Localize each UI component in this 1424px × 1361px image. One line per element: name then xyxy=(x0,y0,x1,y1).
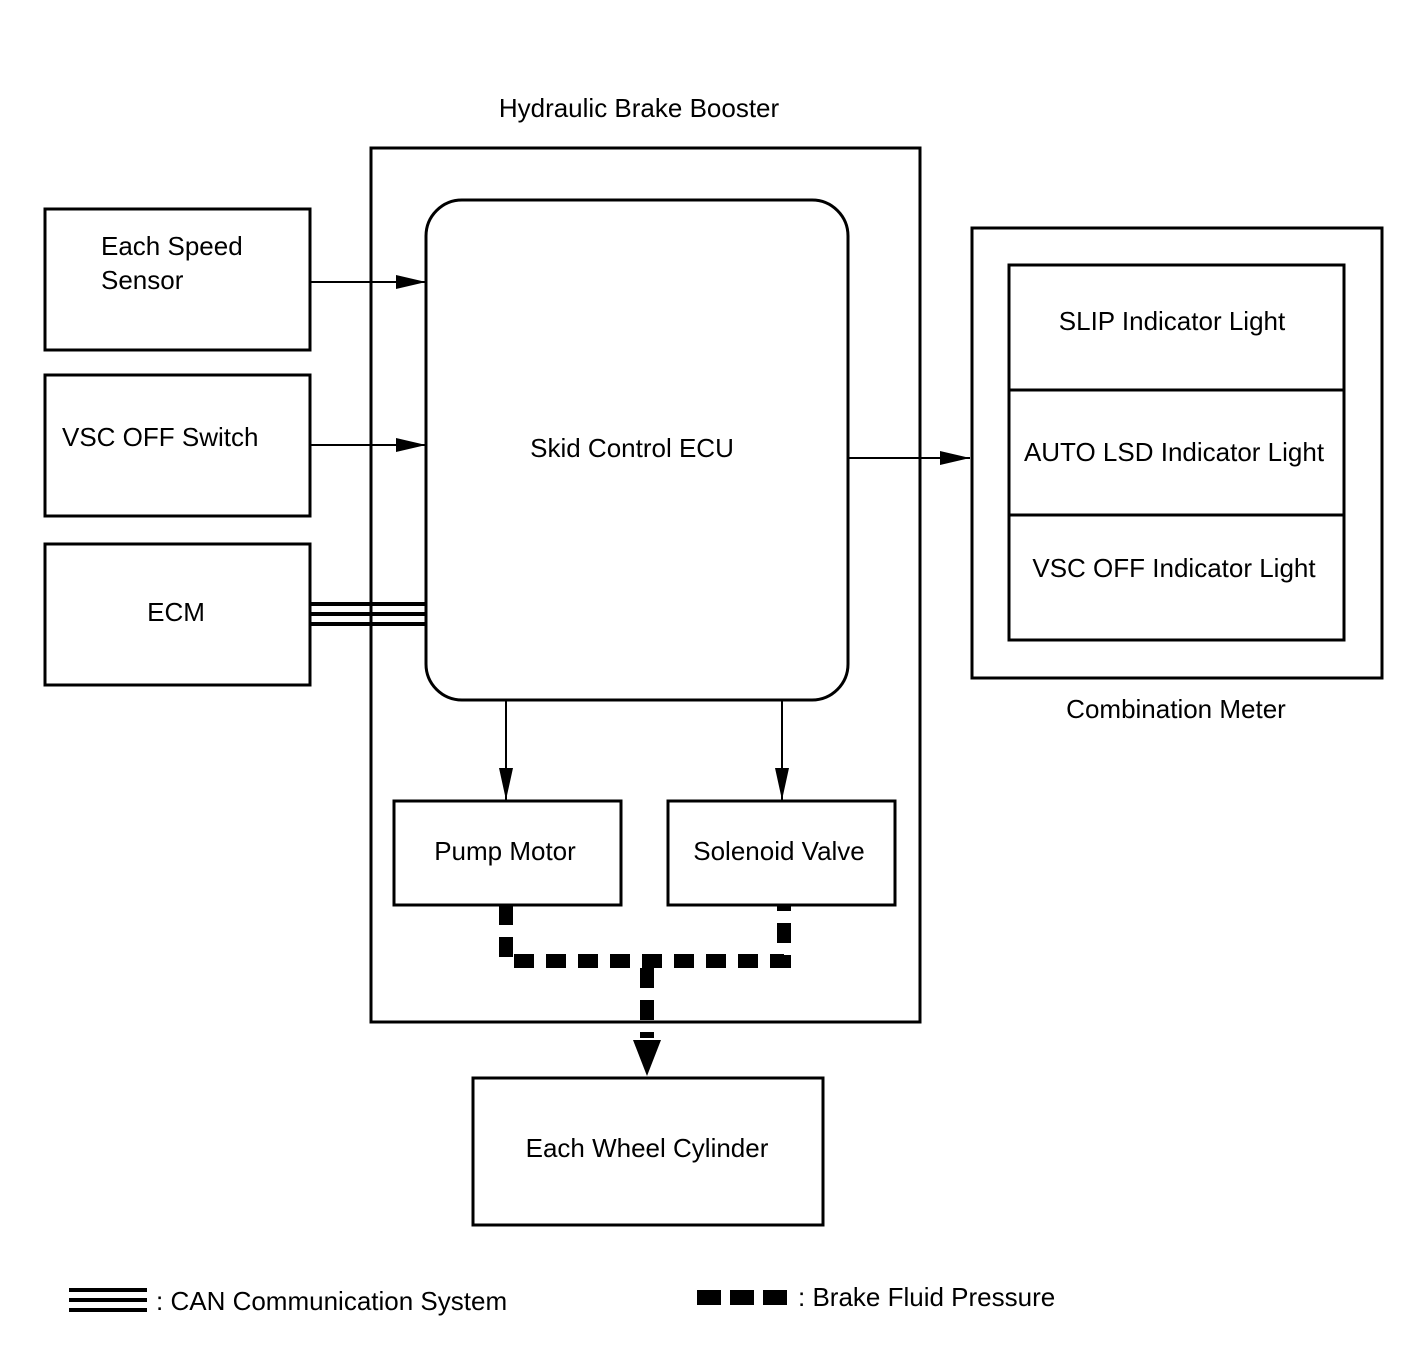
ecu-to-pump-arrowhead xyxy=(499,768,513,800)
skid-control-ecu-label: Skid Control ECU xyxy=(530,433,734,463)
hydraulic-brake-booster-box xyxy=(369,146,922,1024)
auto-lsd-indicator-label: AUTO LSD Indicator Light xyxy=(1024,437,1325,467)
brake-fluid-arrowhead xyxy=(633,1040,661,1076)
speed-sensor-box xyxy=(43,207,312,352)
slip-indicator-label: SLIP Indicator Light xyxy=(1059,306,1286,336)
wheel-cylinder-label: Each Wheel Cylinder xyxy=(526,1133,769,1163)
speed-sensor-label-line2: Sensor xyxy=(101,265,184,295)
can-bus-ecm-ecu xyxy=(310,602,426,626)
combination-meter-box xyxy=(970,226,1384,680)
legend-brake-fluid-label: : Brake Fluid Pressure xyxy=(798,1282,1055,1312)
wheel-cylinder-box xyxy=(471,1076,825,1227)
pump-motor-label: Pump Motor xyxy=(434,836,576,866)
legend-can-label: : CAN Communication System xyxy=(156,1286,507,1316)
legend-can-symbol xyxy=(69,1288,147,1312)
vsc-off-indicator-label: VSC OFF Indicator Light xyxy=(1032,553,1316,583)
vsc-off-switch-label: VSC OFF Switch xyxy=(62,422,258,452)
speed-sensor-label-line1: Each Speed xyxy=(101,231,243,261)
legend-brake-fluid-symbol xyxy=(697,1290,787,1305)
solenoid-valve-label: Solenoid Valve xyxy=(693,836,865,866)
speed-sensor-label: Each Speed Sensor xyxy=(101,231,250,295)
indicator-lights-box xyxy=(1007,263,1346,642)
skid-control-ecu-box xyxy=(424,198,850,702)
ecu-to-solenoid-arrowhead xyxy=(775,768,789,800)
diagram-title: Hydraulic Brake Booster xyxy=(499,93,780,123)
ecm-label: ECM xyxy=(147,597,205,627)
brake-fluid-lines xyxy=(499,905,791,1038)
combination-meter-label: Combination Meter xyxy=(1066,694,1286,724)
